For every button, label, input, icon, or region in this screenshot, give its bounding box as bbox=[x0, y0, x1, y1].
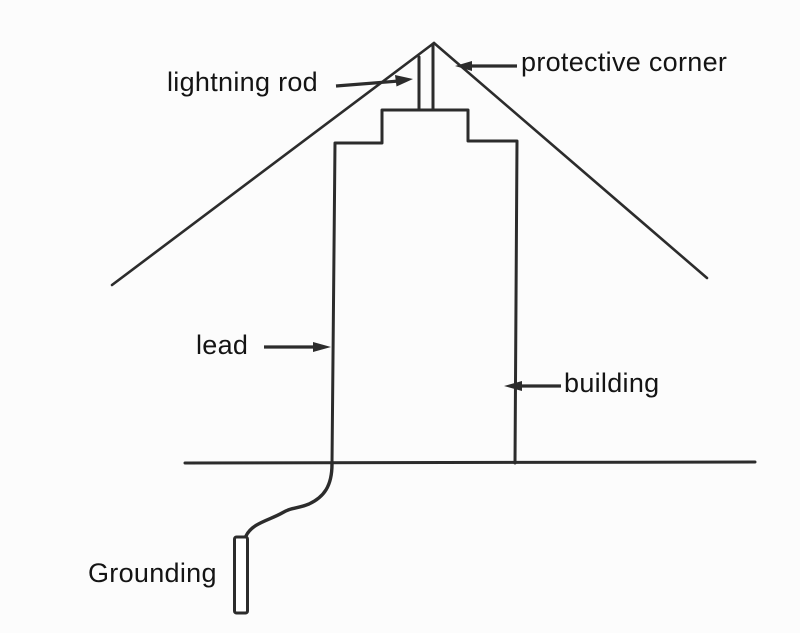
label-lead: lead bbox=[196, 330, 249, 360]
lead-arrow bbox=[264, 342, 331, 352]
label-protective-corner: protective corner bbox=[521, 47, 728, 77]
lead-underground-wire bbox=[244, 462, 334, 538]
label-building: building bbox=[564, 368, 660, 398]
lightning-rod-arrow bbox=[335, 75, 413, 88]
protective-angle-right-line bbox=[432, 41, 709, 280]
protective-corner-arrow bbox=[455, 61, 517, 71]
label-lightning-rod: lightning rod bbox=[167, 67, 319, 97]
building-outline bbox=[330, 108, 519, 466]
ground-line bbox=[183, 460, 757, 465]
label-grounding: Grounding bbox=[88, 558, 217, 588]
building-arrow bbox=[504, 381, 561, 391]
grounding-electrode bbox=[233, 535, 249, 615]
